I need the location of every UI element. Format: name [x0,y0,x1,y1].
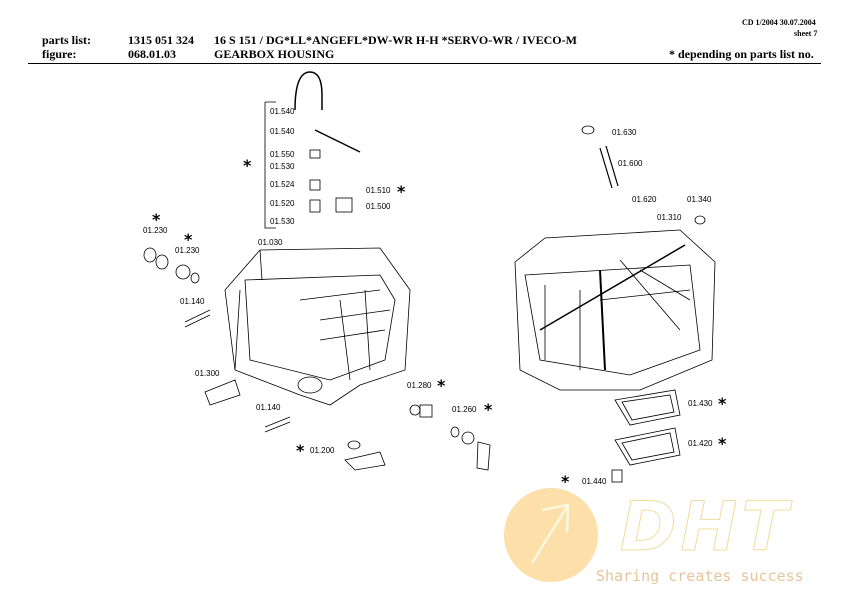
part-label: 01.420 [688,439,713,448]
part-label: 01.440 [582,477,607,486]
watermark-logo-circle [504,488,598,582]
part-label: 01.030 [258,238,283,247]
part-label: 01.540 [270,107,295,116]
asterisk-marker: * [718,434,727,453]
parts-list-label: parts list: [42,33,91,47]
asterisk-marker: * [296,441,305,460]
figure-label: figure: [42,47,77,61]
part-label: 01.630 [612,128,637,137]
part-label: 01.300 [195,369,220,378]
part-label: 01.310 [657,213,682,222]
part-label: 01.200 [310,446,335,455]
asterisk-marker: * [152,210,161,229]
watermark-slogan: Sharing creates success [596,567,804,585]
part-label: 01.510 [366,186,391,195]
part-label: 01.140 [256,403,281,412]
part-label: 01.280 [407,381,432,390]
header-rule [28,63,821,64]
doc-ref: CD 1/2004 30.07.2004 [742,18,816,27]
part-label: 01.230 [143,226,168,235]
asterisk-marker: * [561,472,570,491]
part-label: 01.530 [270,162,295,171]
figure-number: 068.01.03 [128,47,176,61]
asterisk-marker: * [397,182,406,201]
part-label: 01.540 [270,127,295,136]
gearbox-housing-right [514,229,716,391]
gearbox-housing-left [224,247,411,406]
part-label: 01.520 [270,199,295,208]
asterisk-marker: * [437,376,446,395]
part-label: 01.500 [366,202,391,211]
part-label: 01.230 [175,246,200,255]
parts-list-description: 16 S 151 / DG*LL*ANGEFL*DW-WR H-H *SERVO… [214,33,577,47]
part-label: 01.524 [270,180,295,189]
asterisk-marker: * [484,400,493,419]
sheet-number: sheet 7 [794,29,818,38]
bracket [264,101,276,229]
figure-title: GEARBOX HOUSING [214,47,335,61]
part-label: 01.600 [618,159,643,168]
footnote: * depending on parts list no. [669,47,814,61]
parts-list-number: 1315 051 324 [128,33,194,47]
part-label: 01.340 [687,195,712,204]
part-label: 01.530 [270,217,295,226]
asterisk-marker: * [718,394,727,413]
part-label: 01.430 [688,399,713,408]
watermark-brand: DHT [620,488,792,568]
asterisk-marker: * [184,230,193,249]
part-label: 01.260 [452,405,477,414]
part-label: 01.620 [632,195,657,204]
part-label: 01.140 [180,297,205,306]
part-label: 01.550 [270,150,295,159]
asterisk-marker: * [243,156,252,175]
